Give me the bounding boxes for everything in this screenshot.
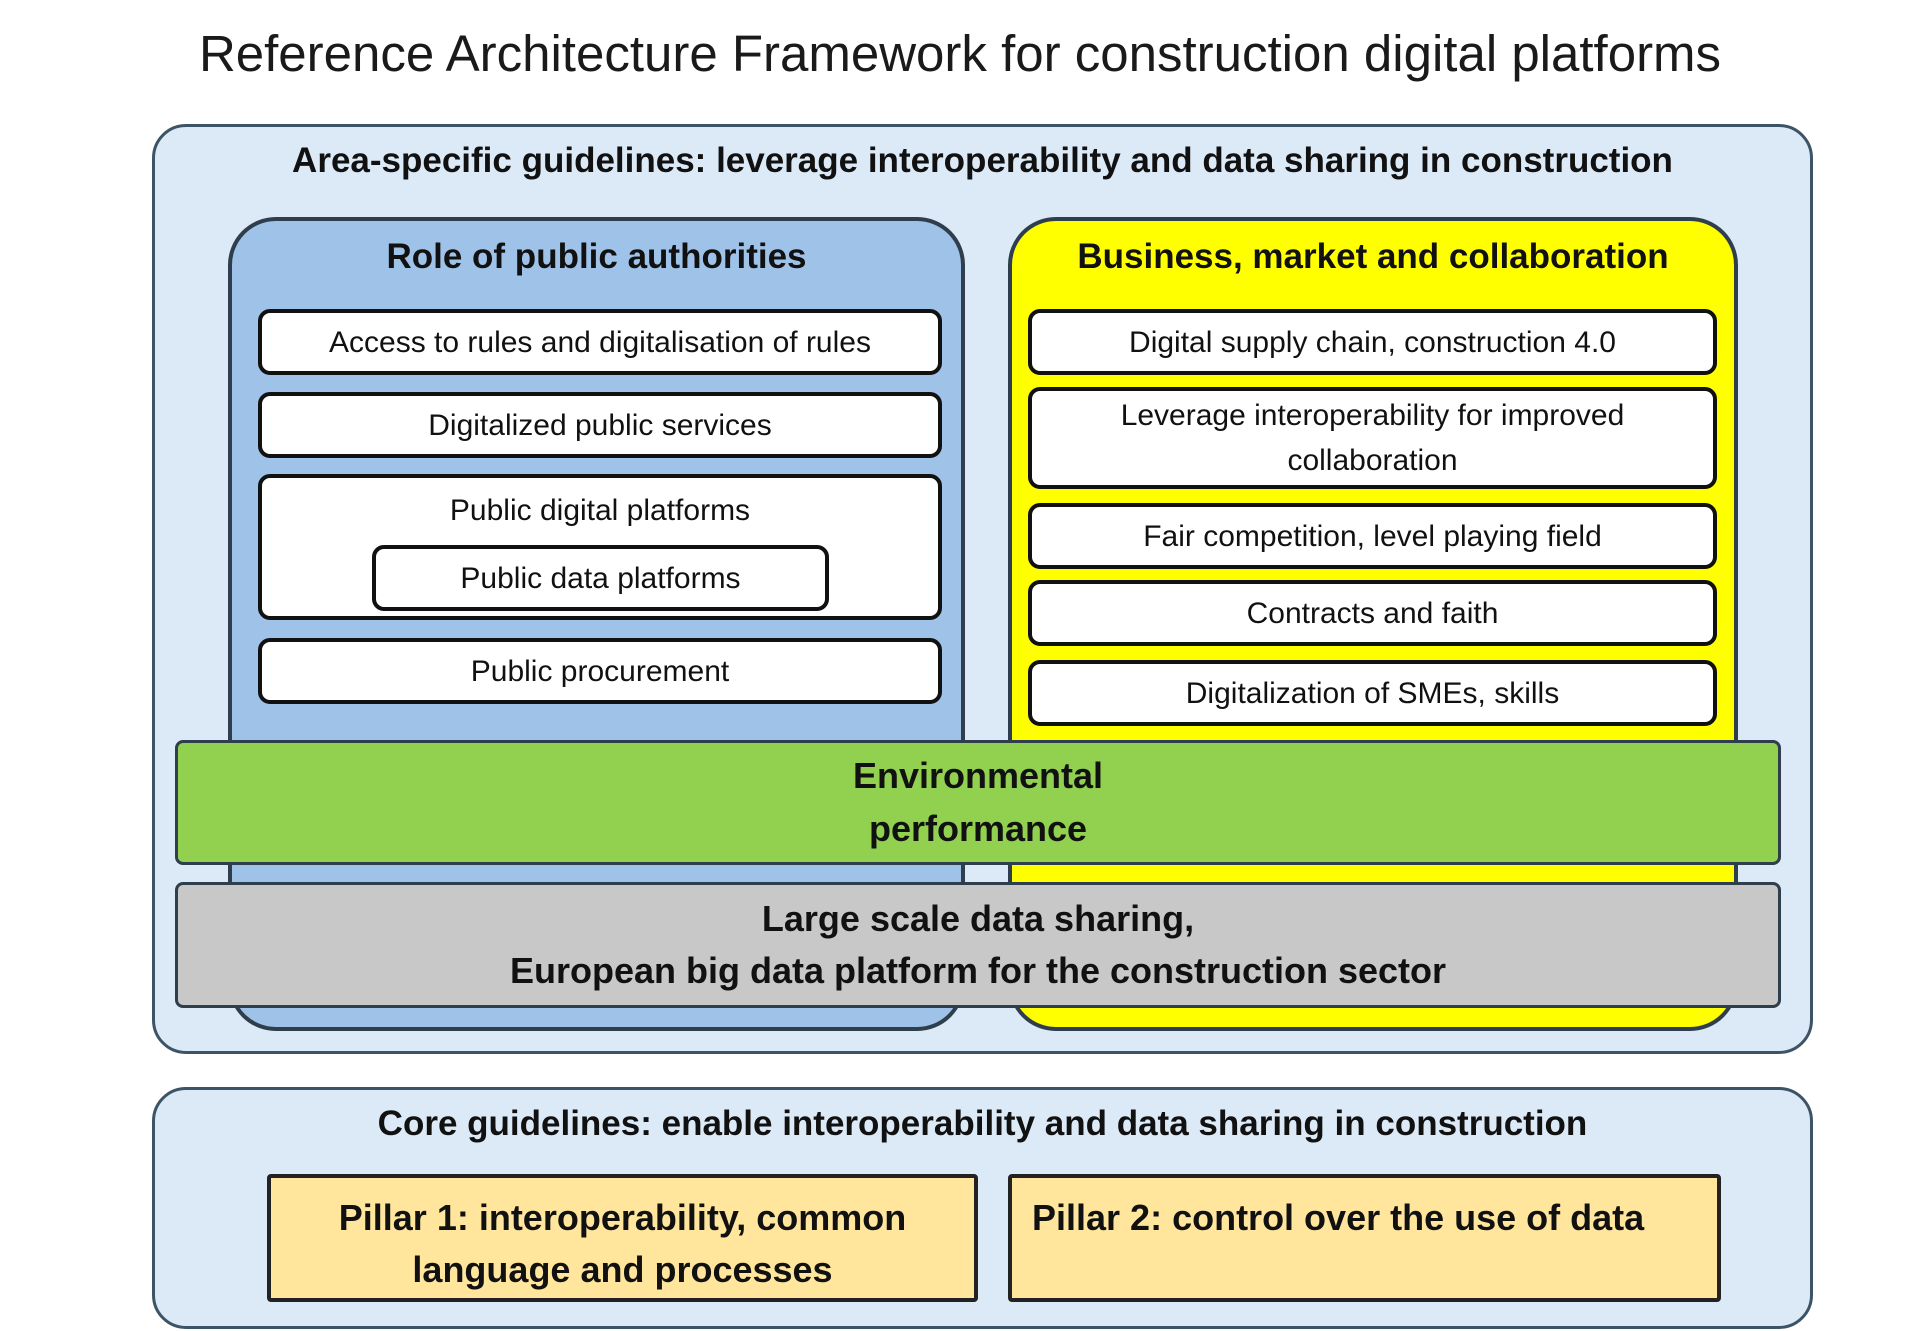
public-item-services: Digitalized public services: [258, 392, 942, 458]
environmental-line-2: performance: [868, 807, 1088, 849]
public-item-rules: Access to rules and digitalisation of ru…: [258, 309, 942, 375]
pillar-1-line-2: language and processes: [412, 1249, 833, 1291]
large-scale-line-1: Large scale data sharing,: [761, 897, 1195, 939]
area-specific-heading: Area-specific guidelines: leverage inter…: [292, 141, 1673, 180]
business-item-interoperability: Leverage interoperability for improved c…: [1028, 387, 1717, 489]
public-item-procurement: Public procurement: [258, 638, 942, 704]
public-digital-platforms-label: Public digital platforms: [449, 494, 751, 527]
pillar-1-line-1: Pillar 1: interoperability, common: [338, 1197, 907, 1238]
public-data-platforms-box: Public data platforms: [372, 545, 829, 611]
business-item-contracts: Contracts and faith: [1028, 580, 1717, 646]
pillar-2-label: Pillar 2: control over the use of data: [1032, 1197, 1645, 1238]
core-guidelines-heading: Core guidelines: enable interoperability…: [377, 1104, 1588, 1143]
large-scale-line-2: European big data platform for the const…: [509, 950, 1447, 991]
environmental-line-1: Environmental: [852, 755, 1104, 797]
business-item-smes: Digitalization of SMEs, skills: [1028, 660, 1717, 726]
business-item-fair-competition: Fair competition, level playing field: [1028, 503, 1717, 569]
pillar-1-box: Pillar 1: interoperability, common langu…: [267, 1174, 978, 1302]
large-scale-data-sharing-band: Large scale data sharing, European big d…: [175, 882, 1781, 1008]
business-market-heading: Business, market and collaboration: [1077, 237, 1669, 276]
pillar-2-box: Pillar 2: control over the use of data: [1008, 1174, 1721, 1302]
environmental-performance-band: Environmental performance: [175, 740, 1781, 865]
business-item-supply-chain: Digital supply chain, construction 4.0: [1028, 309, 1717, 375]
diagram-title: Reference Architecture Framework for con…: [198, 24, 1722, 82]
public-authorities-heading: Role of public authorities: [386, 237, 807, 276]
